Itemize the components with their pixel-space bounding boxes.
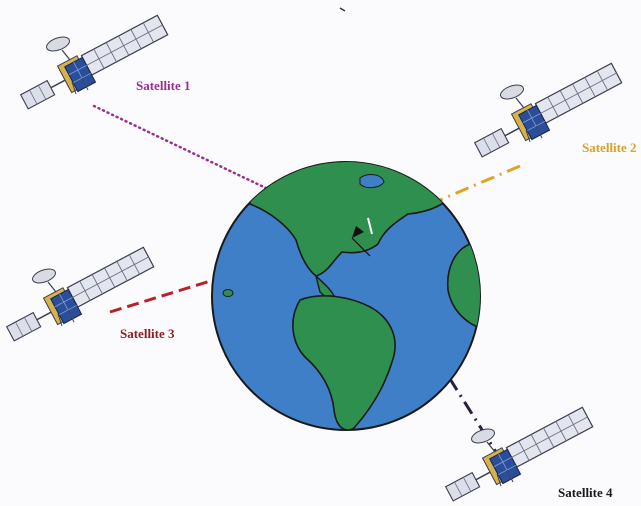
satellite-4-label: Satellite 4	[558, 485, 613, 500]
satellite-1	[17, 14, 169, 110]
arctic-island	[359, 174, 385, 189]
satellite-1-label: Satellite 1	[136, 78, 191, 93]
satellite-2-label: Satellite 2	[582, 140, 637, 155]
top-tick-mark	[339, 7, 346, 12]
satellite-3-label: Satellite 3	[120, 326, 175, 341]
receiver-marker	[352, 226, 364, 238]
earth-globe	[211, 161, 481, 431]
south-america-landmass	[292, 295, 396, 430]
